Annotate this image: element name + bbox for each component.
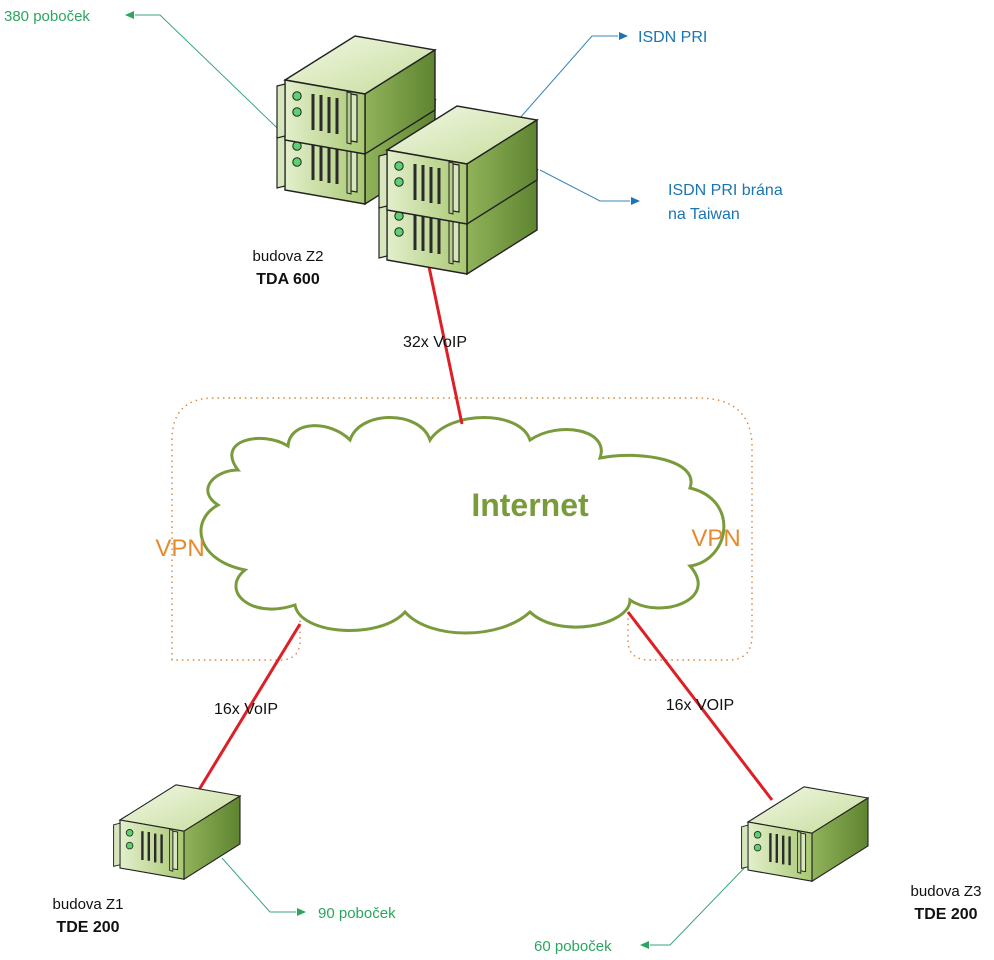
server-icon bbox=[740, 785, 870, 883]
z1-extensions-label: 90 poboček bbox=[318, 905, 396, 922]
leader-isdn-pri bbox=[511, 35, 618, 128]
arrow-icon bbox=[297, 908, 306, 916]
vpn-boundary bbox=[171, 397, 753, 661]
arrow-icon bbox=[619, 32, 628, 40]
leader-lines bbox=[125, 11, 753, 949]
server-z3 bbox=[740, 785, 870, 883]
leader-z1-extensions bbox=[221, 857, 296, 913]
link-z3 bbox=[626, 611, 774, 801]
z3-extensions-label: 60 poboček bbox=[534, 938, 612, 955]
leader-isdn-gateway bbox=[539, 169, 630, 202]
z2-extensions-label: 380 poboček bbox=[4, 8, 90, 25]
isdn-gateway-label-line2: na Taiwan bbox=[668, 206, 740, 223]
vpn-left-label: VPN bbox=[155, 535, 204, 562]
server-stack-z2 bbox=[275, 34, 539, 276]
z1-model-label: TDE 200 bbox=[56, 919, 119, 936]
vpn-right-label: VPN bbox=[691, 525, 740, 552]
z2-building-label: budova Z2 bbox=[253, 248, 324, 265]
arrow-icon bbox=[125, 11, 134, 19]
server-icon bbox=[112, 783, 242, 881]
leader-z2-extensions bbox=[135, 14, 301, 151]
z3-building-label: budova Z3 bbox=[911, 883, 982, 900]
voip-links bbox=[192, 261, 774, 801]
server-z1 bbox=[112, 783, 242, 881]
arrow-icon bbox=[631, 197, 640, 205]
leader-z3-extensions bbox=[650, 859, 753, 946]
isdn-gateway-label-line1: ISDN PRI brána bbox=[668, 182, 783, 199]
z2-link-label: 32x VoIP bbox=[403, 334, 467, 351]
z3-model-label: TDE 200 bbox=[914, 906, 977, 923]
link-z1 bbox=[192, 623, 302, 799]
internet-label: Internet bbox=[471, 487, 589, 523]
z1-link-label: 16x VoIP bbox=[214, 701, 278, 718]
z1-building-label: budova Z1 bbox=[53, 896, 124, 913]
z2-model-label: TDA 600 bbox=[256, 271, 320, 288]
isdn-pri-label: ISDN PRI bbox=[638, 29, 707, 46]
cloud-icon bbox=[199, 416, 726, 635]
z3-link-label: 16x VOIP bbox=[666, 697, 734, 714]
link-z2 bbox=[426, 261, 464, 425]
arrow-icon bbox=[640, 941, 649, 949]
